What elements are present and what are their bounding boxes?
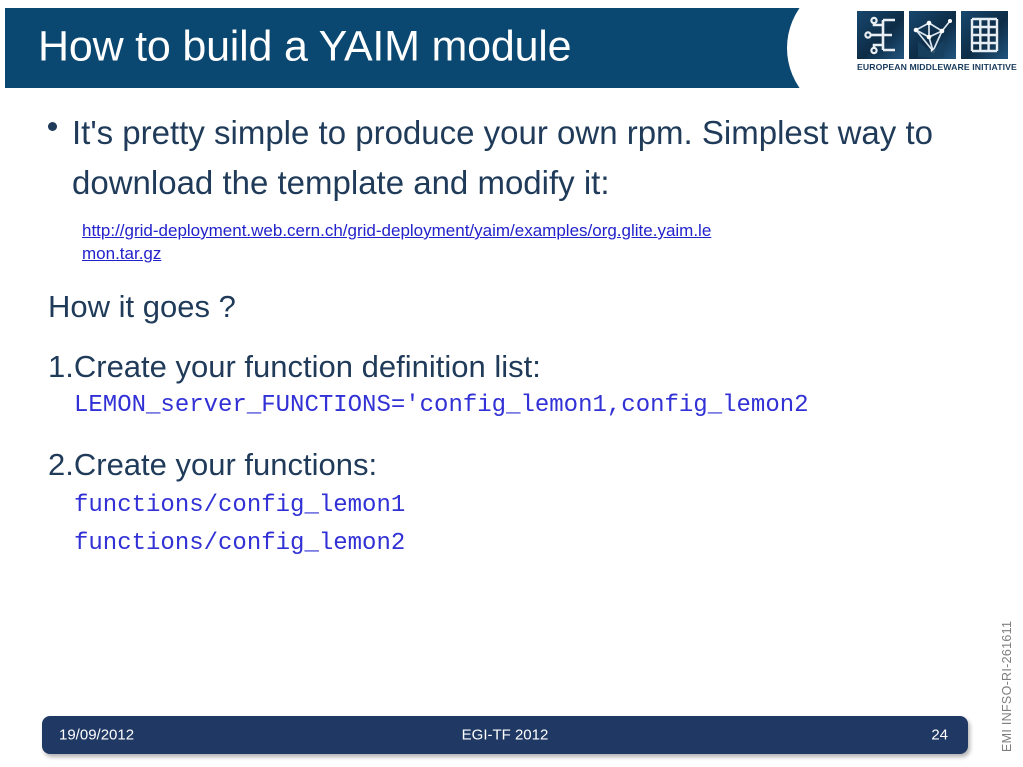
template-download-link[interactable]: http://grid-deployment.web.cern.ch/grid-… xyxy=(82,221,712,263)
emi-logo: EUROPEAN MIDDLEWARE INITIATIVE xyxy=(857,11,1017,81)
slide-footer-bar: 19/09/2012 EGI-TF 2012 24 xyxy=(42,716,968,754)
emi-letter-i-icon xyxy=(961,11,1008,59)
step-1-code: LEMON_server_FUNCTIONS='config_lemon1,co… xyxy=(74,392,809,419)
emi-logo-tiles xyxy=(857,11,1017,59)
page-title: How to build a YAIM module xyxy=(38,22,572,71)
footer-page-number: 24 xyxy=(931,726,948,744)
how-it-goes-heading: How it goes ? xyxy=(48,289,236,324)
step-1-label: 1.Create your function definition list: xyxy=(48,349,541,384)
bullet-list-item: It's pretty simple to produce your own r… xyxy=(0,108,1023,208)
emi-logo-caption: EUROPEAN MIDDLEWARE INITIATIVE xyxy=(857,62,1017,72)
project-reference-note: EMI INFSO-RI-261611 xyxy=(1000,620,1014,752)
download-link-block: http://grid-deployment.web.cern.ch/grid-… xyxy=(0,219,1023,265)
footer-date: 19/09/2012 xyxy=(59,726,135,744)
step-2-code-line-2: functions/config_lemon2 xyxy=(74,530,406,557)
step-2-code-line-1: functions/config_lemon1 xyxy=(74,492,406,519)
emi-letter-e-icon xyxy=(857,11,904,59)
slide-body: It's pretty simple to produce your own r… xyxy=(0,108,1023,563)
slide-header-bar: How to build a YAIM module xyxy=(5,8,881,88)
bullet-dot-icon xyxy=(48,122,57,131)
bullet-item-text: It's pretty simple to produce your own r… xyxy=(72,114,933,201)
footer-event-name: EGI-TF 2012 xyxy=(461,726,549,744)
emi-letter-m-icon xyxy=(909,11,956,59)
step-2-label: 2.Create your functions: xyxy=(48,447,378,482)
